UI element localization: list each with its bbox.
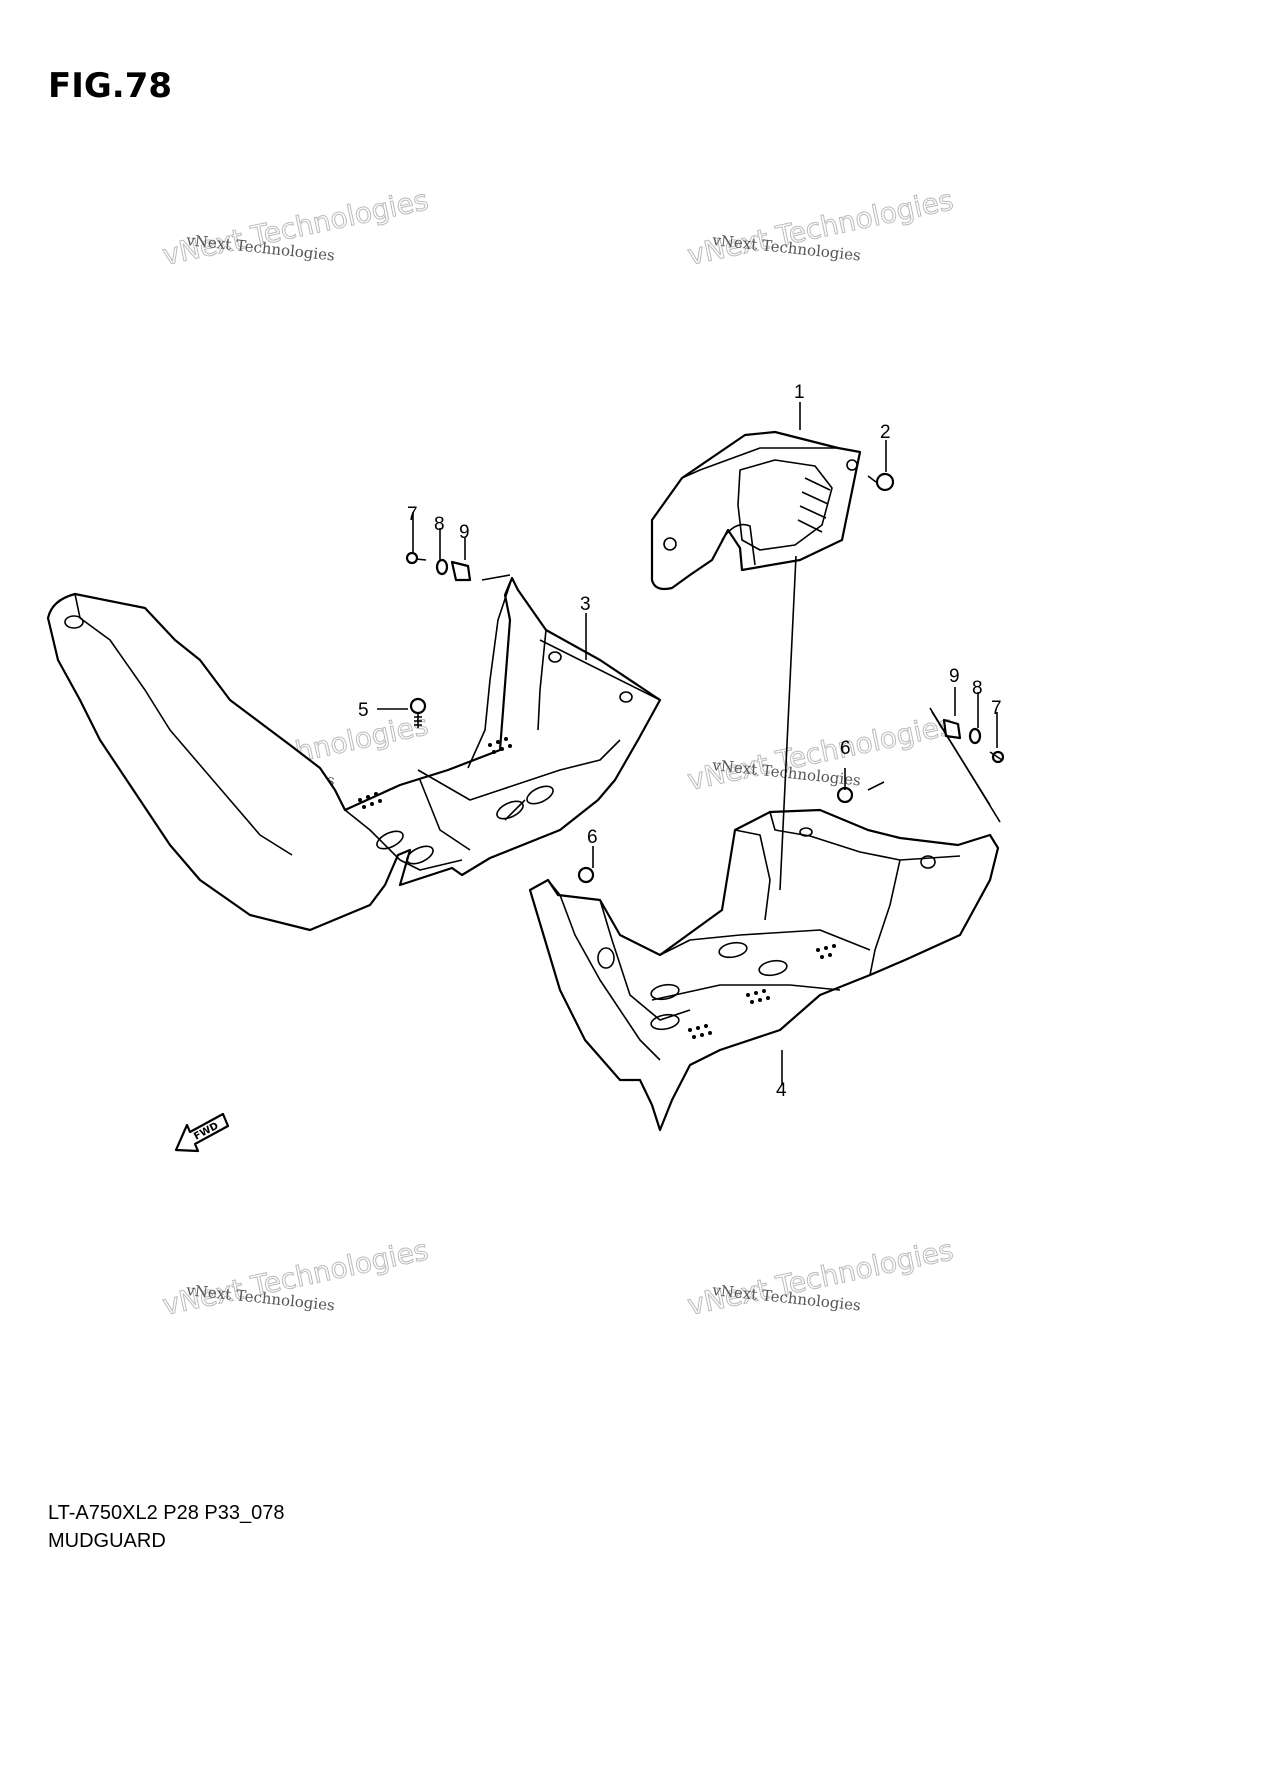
fastener-6a-nut: [577, 866, 595, 884]
watermark-top-left: vNext Technologies vNext Technologies: [159, 183, 432, 273]
watermark-bottom-right: vNext Technologies vNext Technologies: [684, 1233, 957, 1323]
part-1-cover: [650, 430, 862, 591]
callout-7-left: 7: [407, 504, 418, 525]
callout-6-left: 6: [587, 827, 598, 848]
model-code: LT-A750XL2 P28 P33_078: [48, 1502, 285, 1524]
part-3-left-mudguard: [46, 576, 662, 932]
callout-8-right: 8: [972, 678, 983, 699]
callout-1: 1: [794, 382, 805, 403]
callout-4: 4: [776, 1080, 787, 1101]
callout-5: 5: [358, 700, 369, 721]
callout-8-left: 8: [434, 514, 445, 535]
part-4-right-mudguard: [528, 808, 1000, 1132]
callout-3: 3: [580, 594, 591, 615]
callout-9-right: 9: [949, 666, 960, 687]
callout-9-left: 9: [459, 522, 470, 543]
fastener-group-right-9-8-7: [942, 718, 1005, 764]
forward-arrow-icon: FWD: [174, 1112, 230, 1153]
watermark-mid-right: vNext Technologies vNext Technologies: [684, 708, 957, 798]
callout-6-right: 6: [840, 738, 851, 759]
fastener-group-left-7-8-9: [405, 551, 472, 582]
watermark-bottom-left: vNext Technologies vNext Technologies: [159, 1233, 432, 1323]
part-2-clip: [867, 472, 895, 492]
callout-2: 2: [880, 422, 891, 443]
figure-title: FIG.78: [48, 66, 173, 106]
callout-7-right: 7: [991, 698, 1002, 719]
figure-name: MUDGUARD: [48, 1530, 166, 1552]
fastener-5-screw: [409, 697, 427, 728]
leader-lines: [377, 402, 1001, 1085]
fastener-6b-nut: [836, 786, 854, 804]
watermark-top-right: vNext Technologies vNext Technologies: [684, 183, 957, 273]
